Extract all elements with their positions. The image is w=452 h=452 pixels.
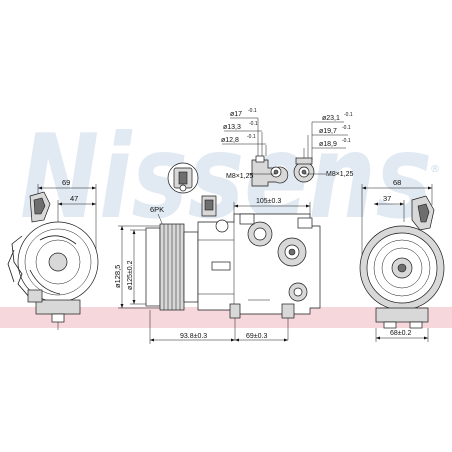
fitting-right-thread: M8×1,25 (326, 171, 354, 178)
fitting-left-thread: M8×1,25 (226, 173, 254, 180)
right-side-view: 68 37 68±0.2 (359, 178, 445, 342)
right-width-bottom-label: 68±0.2 (390, 330, 411, 337)
left-width-inner-label: 47 (70, 194, 78, 203)
fitting-right-tol2: -0.1 (342, 125, 351, 131)
fitting-right-d2: ø19,7 (319, 128, 337, 135)
diameter-small-label: ø125±0.2 (127, 260, 134, 290)
fitting-right-tol1: -0.1 (344, 112, 353, 118)
length-bottom-b-label: 69±0.3 (246, 333, 267, 340)
front-view: 6PK ø128,5 ø125±0.2 (113, 195, 321, 344)
connector-detail (167, 162, 199, 194)
fitting-right-d1: ø23,1 (322, 115, 340, 122)
fitting-left-d1: ø17 (230, 111, 242, 118)
length-bottom-a-label: 93.8±0.3 (180, 333, 207, 340)
watermark-registered-mark: ® (430, 164, 440, 175)
fitting-left-tol2: -0.1 (249, 121, 258, 127)
fitting-left-tol3: -0.1 (247, 134, 256, 140)
watermark-band (0, 307, 452, 328)
fitting-left-d2: ø13,3 (223, 124, 241, 131)
right-width-top-label: 68 (393, 178, 401, 187)
fitting-right-d3: ø18,9 (319, 141, 337, 148)
right-width-inner-label: 37 (383, 194, 391, 203)
left-width-top-label: 69 (62, 178, 70, 187)
left-side-view: 69 47 (7, 178, 99, 330)
fitting-left-tol1: -0.1 (248, 108, 257, 114)
fitting-left: ø17 -0.1 ø13,3 -0.1 ø12,8 -0.1 M8×1,25 (221, 108, 289, 187)
fitting-right: ø23,1 -0.1 ø19,7 -0.1 ø18,9 -0.1 M8×1,25 (293, 112, 354, 183)
fitting-right-tol3: -0.1 (342, 138, 351, 144)
fitting-left-d3: ø12,8 (221, 137, 239, 144)
diameter-large-label: ø128,5 (113, 265, 122, 288)
length-mount-label: 105±0.3 (256, 198, 281, 205)
belt-profile-label: 6PK (150, 205, 164, 214)
